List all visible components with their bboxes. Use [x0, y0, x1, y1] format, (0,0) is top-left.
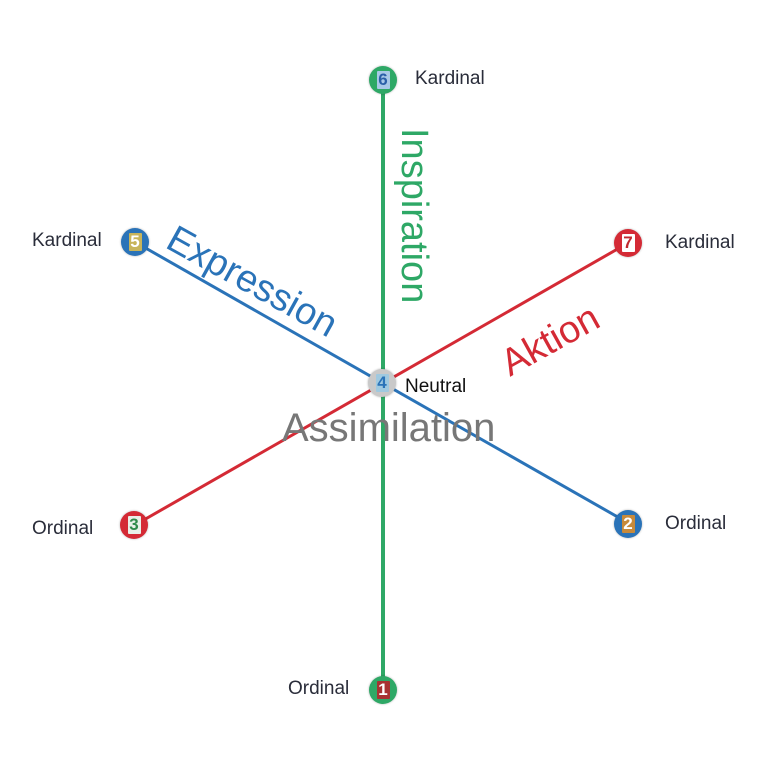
inspiration-label: Inspiration [393, 128, 435, 304]
assimilation-label: Assimilation [282, 406, 496, 450]
node-7-label: Kardinal [665, 232, 735, 253]
node-6[interactable]: 6 [369, 66, 397, 94]
node-2-label: Ordinal [665, 513, 727, 534]
node-5-label: Kardinal [32, 230, 102, 251]
node-2[interactable]: 2 [614, 510, 642, 538]
node-6-label: Kardinal [415, 68, 485, 89]
node-1-label: Ordinal [288, 678, 350, 699]
node-5-number: 5 [128, 232, 142, 251]
node-4[interactable]: 4 [368, 369, 396, 397]
node-1[interactable]: 1 [369, 676, 397, 704]
node-6-number: 6 [376, 70, 390, 89]
node-5[interactable]: 5 [121, 228, 149, 256]
node-7[interactable]: 7 [614, 229, 642, 257]
node-7-number: 7 [621, 233, 635, 252]
node-3-label: Ordinal [32, 518, 94, 539]
node-4-label: Neutral [405, 376, 467, 397]
node-3-number: 3 [127, 515, 141, 534]
node-4-number: 4 [375, 373, 389, 392]
node-2-number: 2 [621, 514, 635, 533]
node-3[interactable]: 3 [120, 511, 148, 539]
node-1-number: 1 [376, 680, 390, 699]
